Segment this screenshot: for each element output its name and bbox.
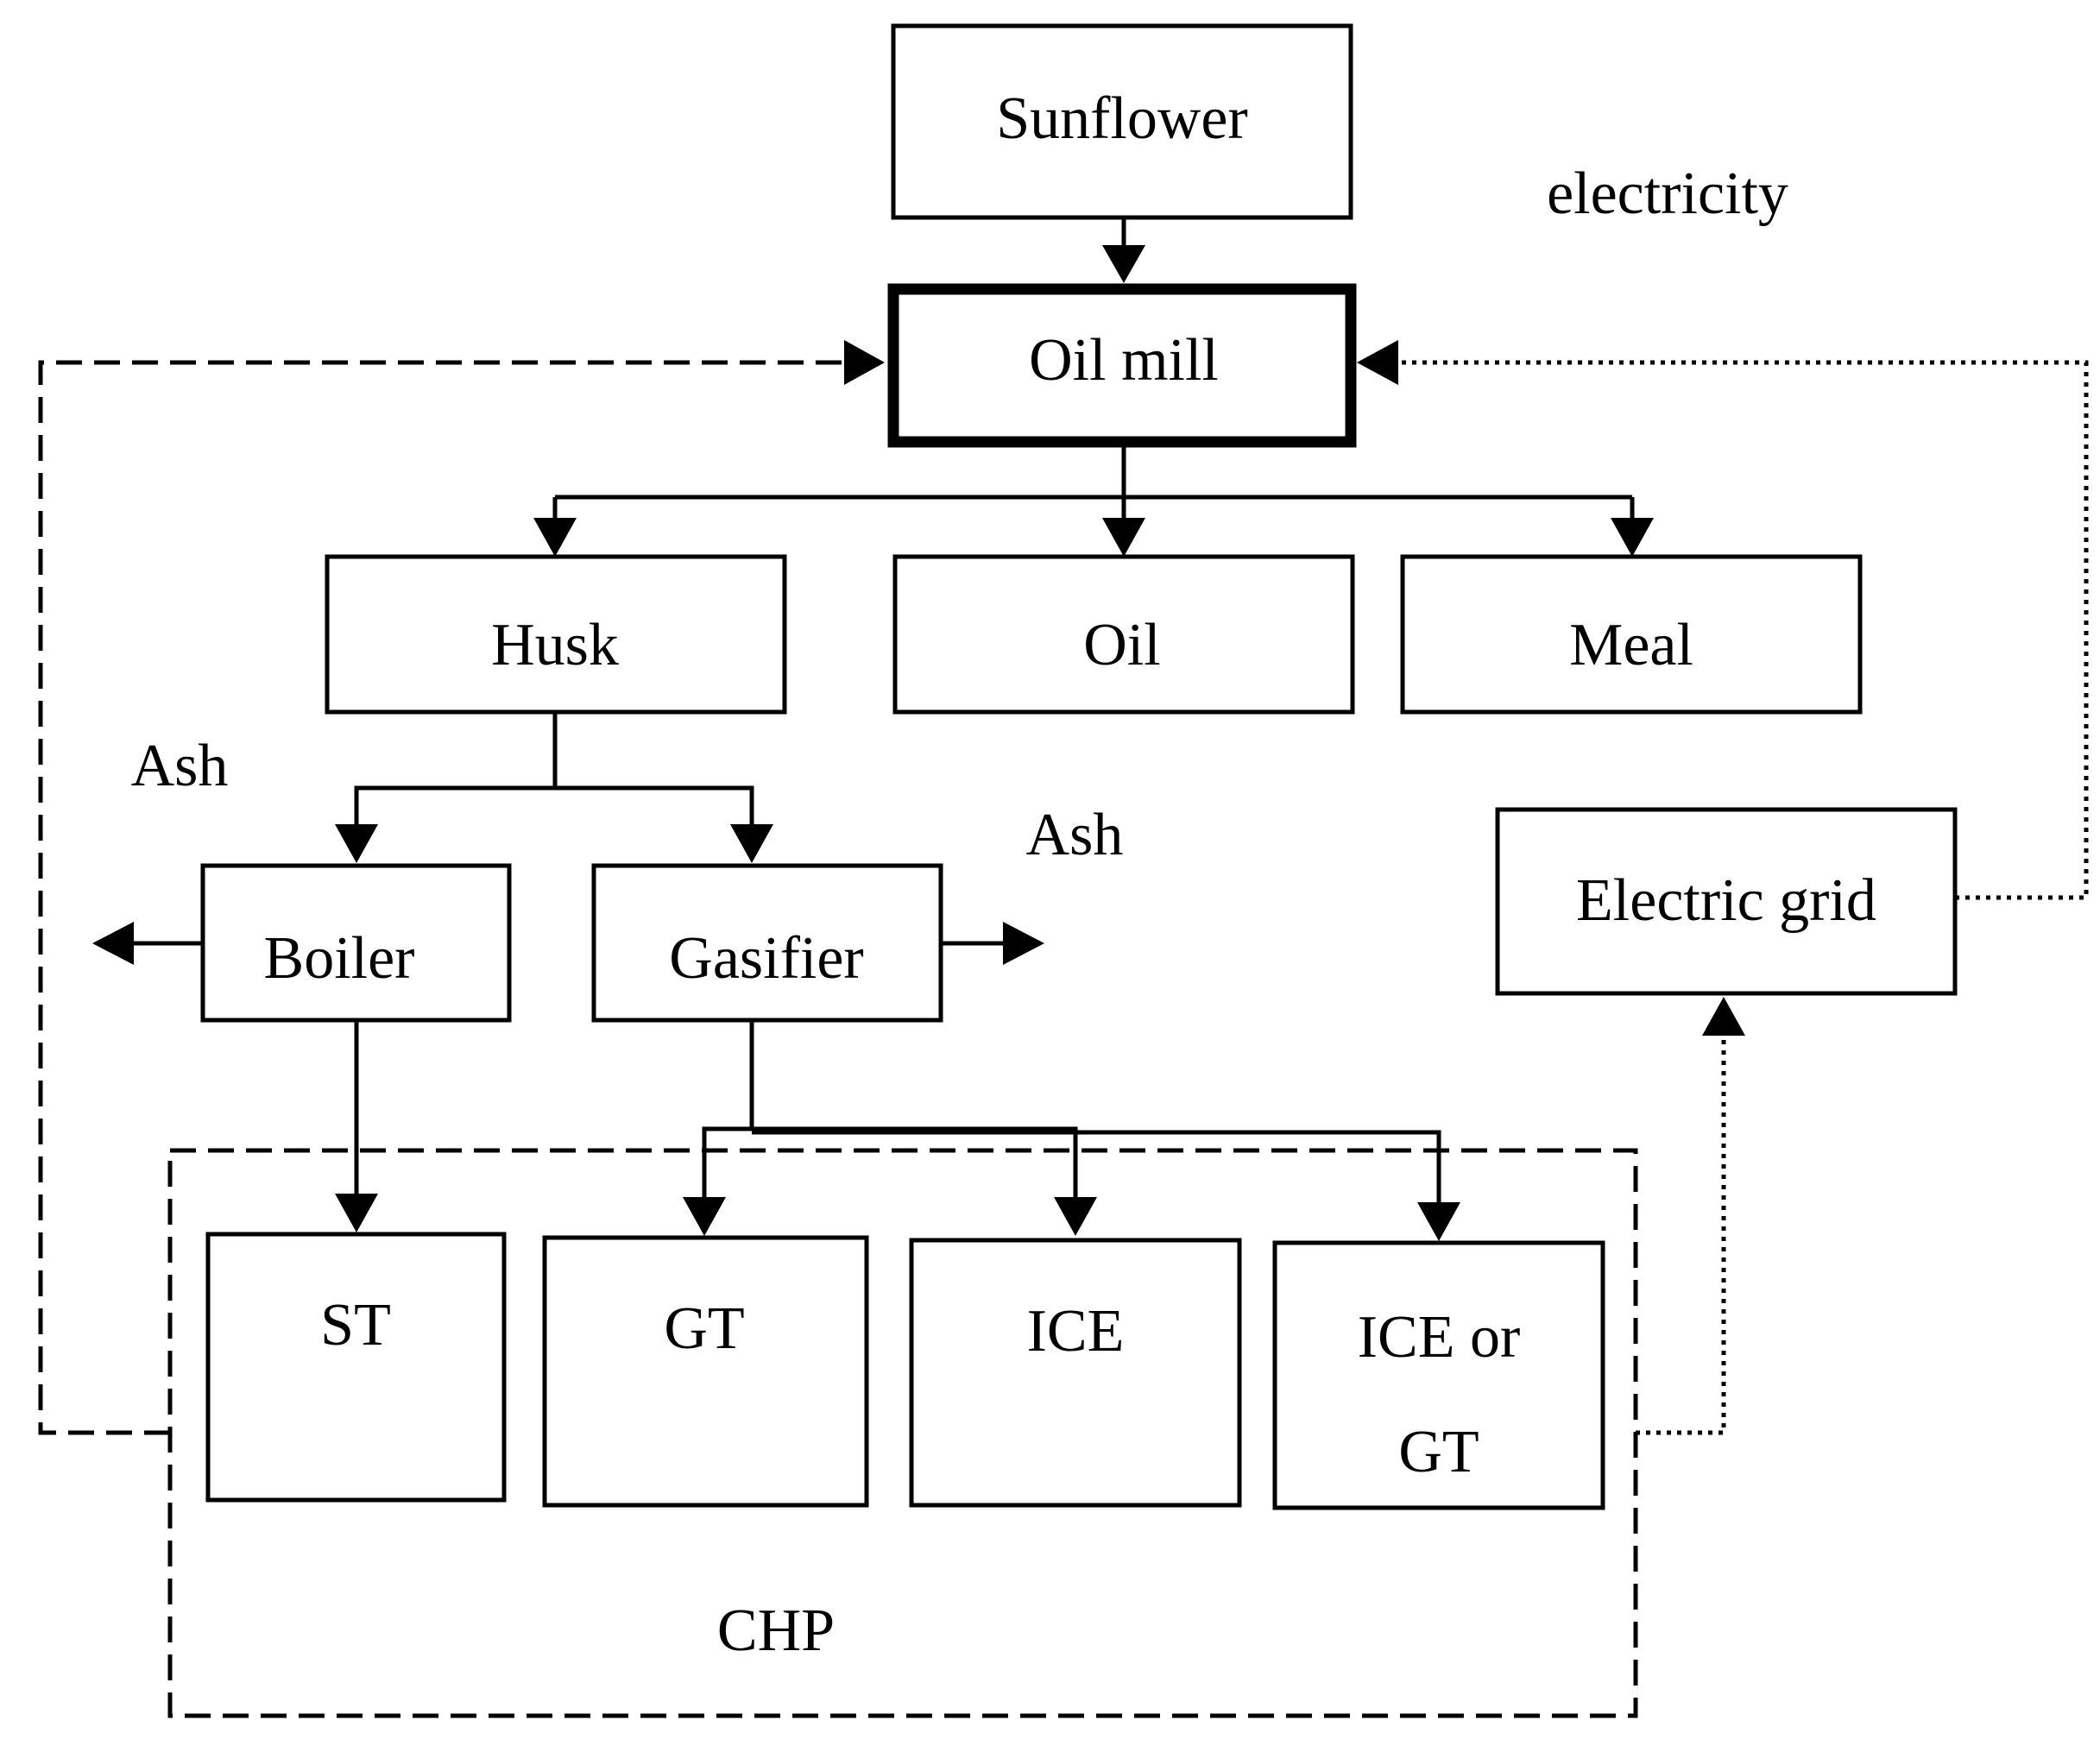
label-husk: Husk <box>491 612 619 678</box>
arrowhead-grid <box>1702 997 1745 1036</box>
arrowhead-oilmill-top <box>1102 245 1145 283</box>
arrowhead-gt <box>683 1197 726 1236</box>
label-ice-or-gt-line1: ICE or <box>1358 1304 1521 1371</box>
label-electricity: electricity <box>1547 161 1788 227</box>
node-gt <box>542 1235 869 1508</box>
node-sunflower <box>891 23 1353 220</box>
label-gasifier: Gasifier <box>669 925 863 992</box>
label-electric-grid: Electric grid <box>1576 867 1876 934</box>
arrowhead-boiler <box>335 824 378 863</box>
label-meal: Meal <box>1569 612 1693 678</box>
arrowhead-oil <box>1102 518 1145 557</box>
arrowhead-gasifier <box>730 824 773 863</box>
label-st: ST <box>320 1292 391 1358</box>
arrowhead-ice-or-gt <box>1417 1202 1460 1241</box>
arrowhead-meal <box>1611 518 1654 557</box>
node-meal <box>1400 554 1863 715</box>
node-boiler <box>200 863 512 1023</box>
chp-group <box>167 1148 1638 1718</box>
edge-heat-return <box>38 360 842 1435</box>
arrowhead-ash-left <box>92 922 134 965</box>
label-sunflower: Sunflower <box>996 85 1248 152</box>
label-boiler: Boiler <box>264 925 415 992</box>
node-gasifier <box>591 863 943 1023</box>
label-oil: Oil <box>1083 612 1160 678</box>
edge-husk-gasifier <box>555 785 754 829</box>
label-ice-or-gt-line2: GT <box>1398 1419 1479 1485</box>
node-st <box>205 1232 507 1503</box>
edge-grid-to-oilmill <box>1398 360 2089 900</box>
edge-gasifier-to-gt <box>702 1126 752 1201</box>
label-ash-right: Ash <box>1026 802 1124 868</box>
node-oil <box>892 554 1355 715</box>
arrowhead-husk <box>533 518 577 557</box>
edge-husk-split <box>354 712 558 829</box>
arrowhead-heat-oilmill <box>844 340 885 385</box>
arrowhead-st <box>335 1194 378 1232</box>
node-ice-or-gt <box>1272 1240 1605 1510</box>
label-oil-mill: Oil mill <box>1029 327 1219 394</box>
label-ice: ICE <box>1027 1298 1125 1364</box>
node-electric-grid <box>1495 807 1958 996</box>
label-chp: CHP <box>717 1598 835 1664</box>
arrowhead-ice <box>1054 1197 1097 1236</box>
node-husk <box>325 554 787 715</box>
node-ice <box>909 1238 1242 1508</box>
label-gt: GT <box>664 1295 744 1362</box>
edge-chp-to-grid <box>1636 1040 1726 1435</box>
edge-gasifier-trunk <box>749 1020 1078 1201</box>
arrowhead-electricity-oilmill <box>1357 340 1398 385</box>
edge-gasifier-to-ice-or-gt <box>752 1130 1441 1207</box>
arrowhead-ash-right <box>1003 922 1044 965</box>
node-oil-mill <box>887 283 1357 448</box>
label-ash-left: Ash <box>131 733 229 799</box>
